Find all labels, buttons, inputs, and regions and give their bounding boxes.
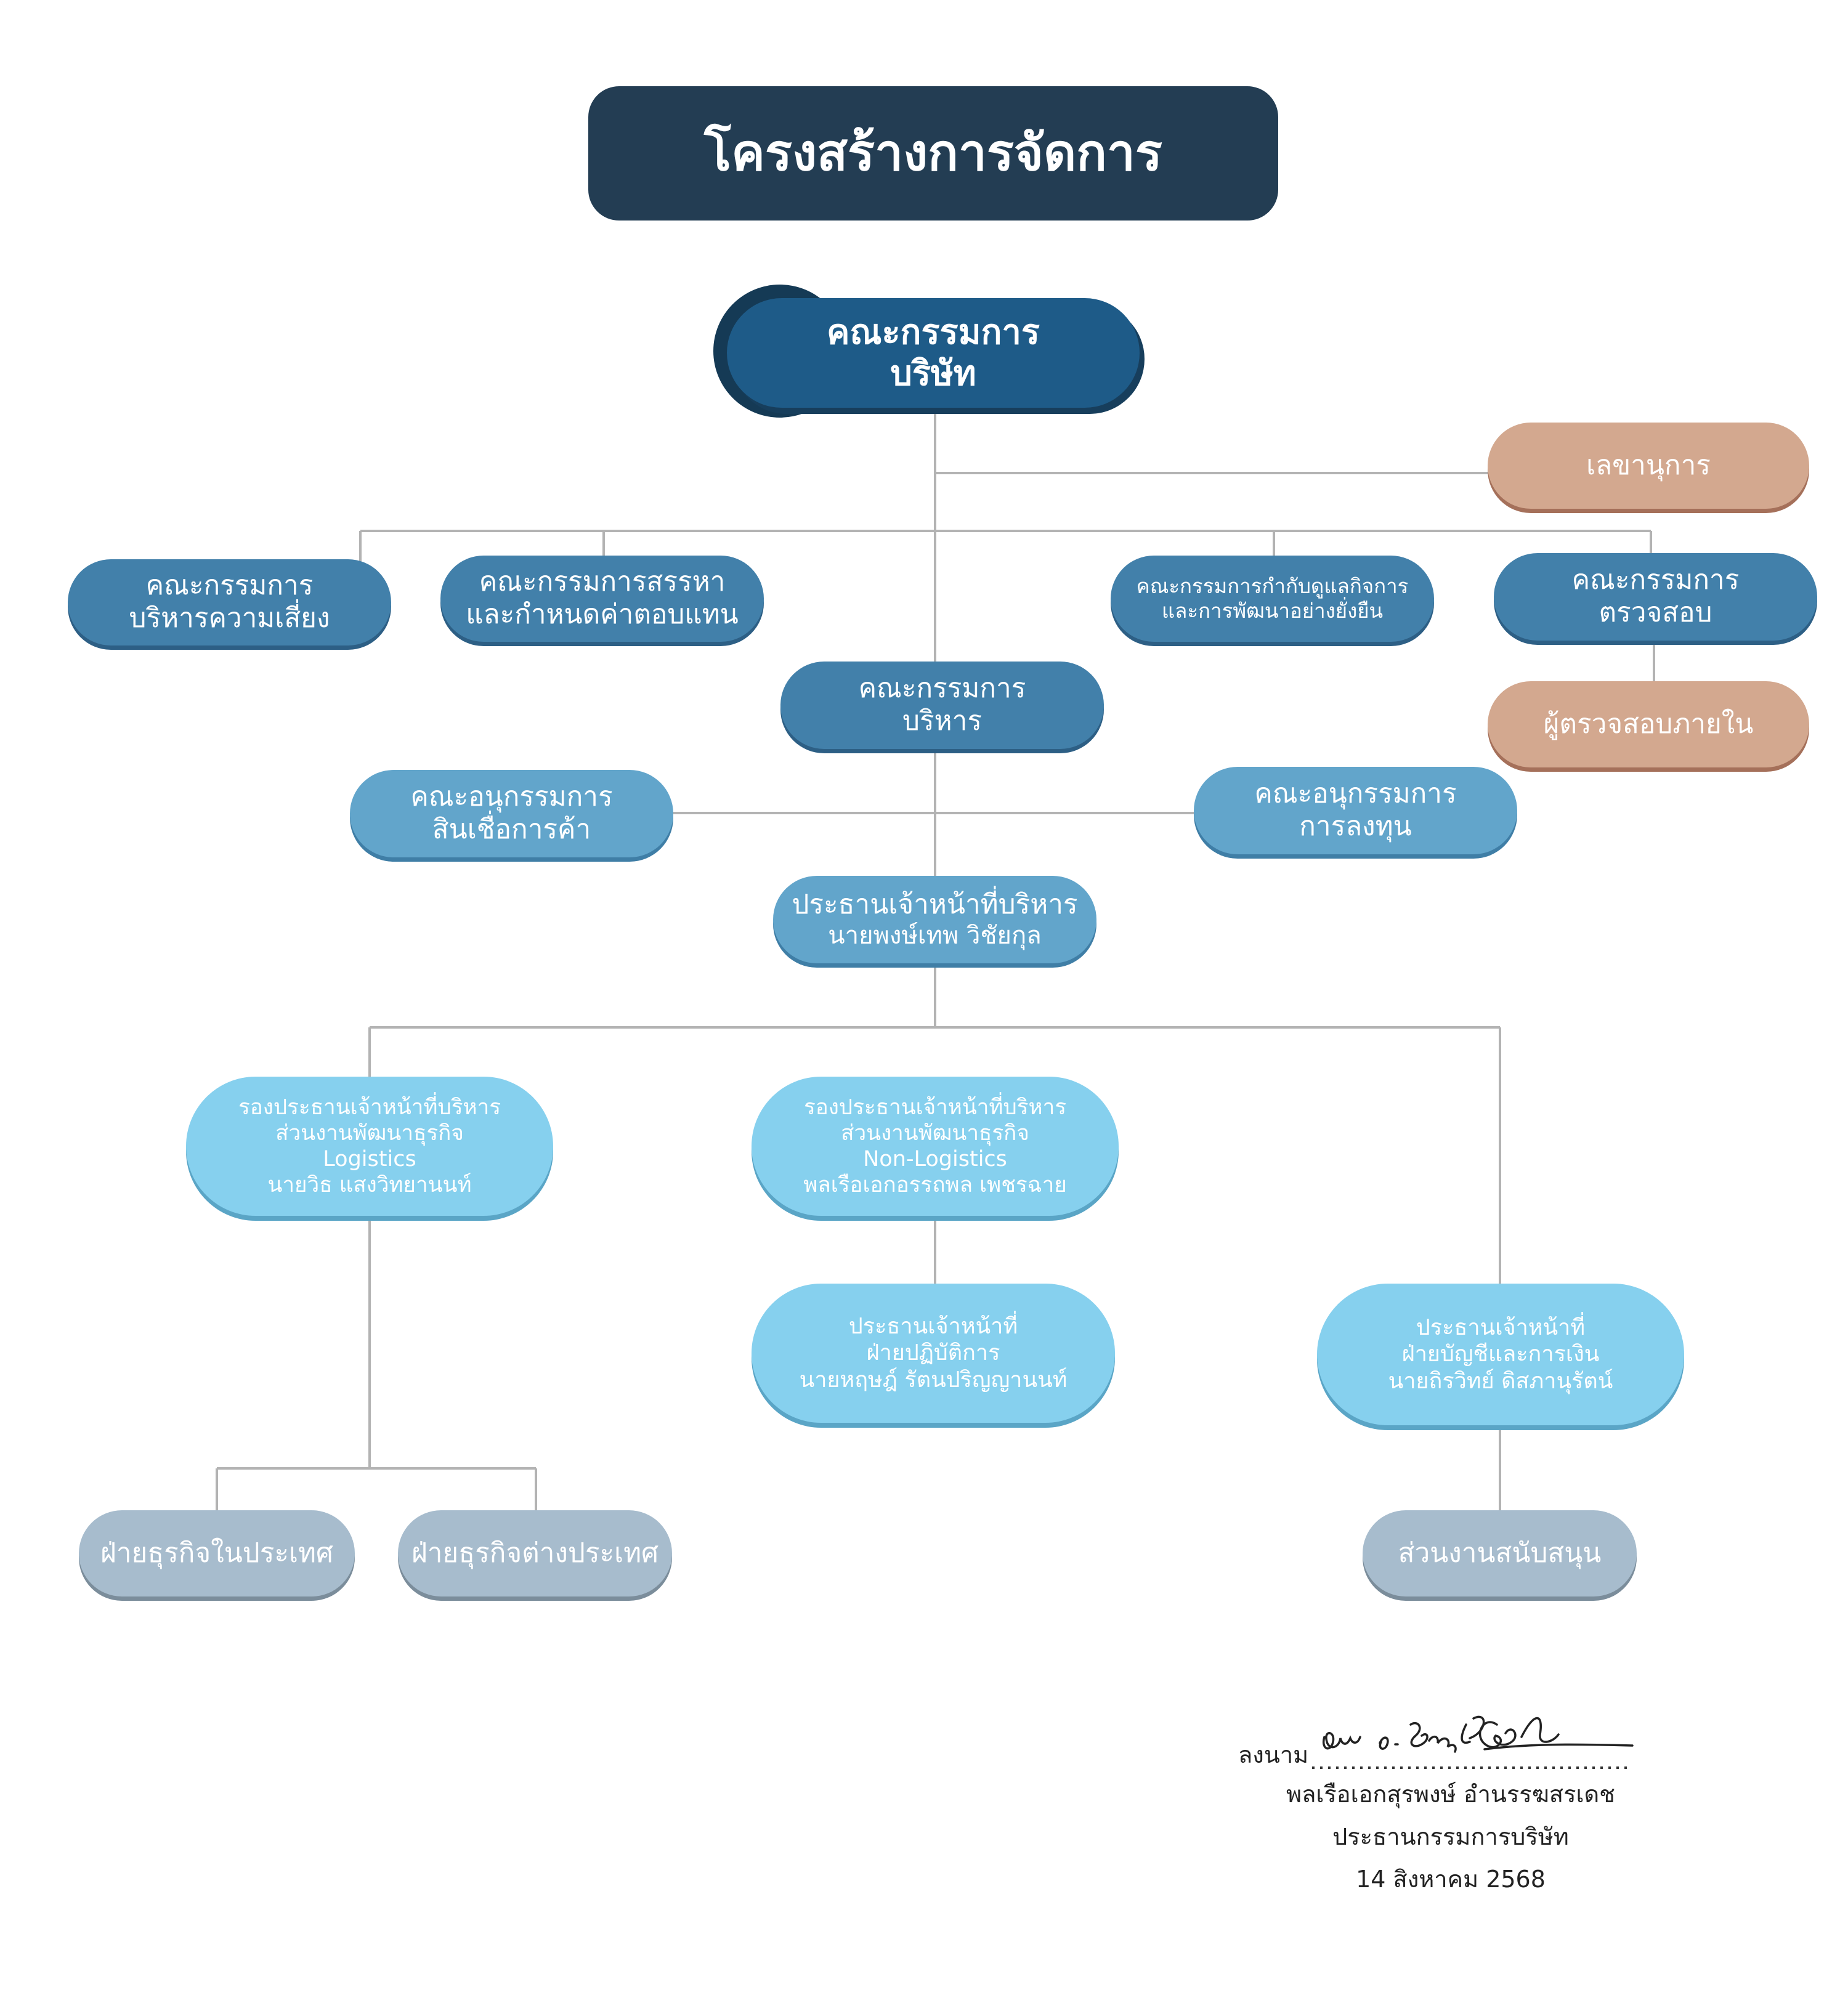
governance-line2: และการพัฒนาอย่างยั่งยืน: [1161, 599, 1384, 623]
risk-line2: บริหารความเสี่ยง: [129, 602, 330, 634]
deputy-logistics-line2: ส่วนงานพัฒนาธุรกิจ: [275, 1121, 464, 1146]
international-business-label: ฝ่ายธุรกิจต่างประเทศ: [411, 1537, 659, 1569]
page-title: โครงสร้างการจัดการ: [588, 86, 1278, 221]
deputy-logistics-line1: รองประธานเจ้าหน้าที่บริหาร: [238, 1095, 501, 1120]
international-business-node[interactable]: ฝ่ายธุรกิจต่างประเทศ: [398, 1510, 672, 1596]
coo-name: นายหฤษฎ์ รัตนปริญญานนท์: [799, 1367, 1068, 1393]
nomination-line1: คณะกรรมการสรรหา: [479, 566, 726, 598]
deputy-logistics-name: นายวิธ แสงวิทยานนท์: [267, 1173, 472, 1197]
cfo-name: นายถิรวิทย์ ดิสภานุรัตน์: [1388, 1368, 1613, 1394]
signature-details: พลเรือเอกสุรพงษ์ อำนรรฆสรเดช ประธานกรรมก…: [1244, 1775, 1657, 1898]
signatory-position: ประธานกรรมการบริษัท: [1332, 1823, 1569, 1850]
board-line2: บริษัท: [890, 354, 976, 394]
audit-line1: คณะกรรมการ: [1571, 564, 1740, 596]
coo-line1: ประธานเจ้าหน้าที่: [848, 1314, 1018, 1340]
cfo-node[interactable]: ประธานเจ้าหน้าที่ ฝ่ายบัญชีและการเงิน นา…: [1317, 1284, 1684, 1425]
page-title-text: โครงสร้างการจัดการ: [704, 123, 1162, 182]
cfo-line2: ฝ่ายบัญชีและการเงิน: [1401, 1341, 1600, 1367]
deputy-non-logistics-line1: รองประธานเจ้าหน้าที่บริหาร: [803, 1095, 1067, 1120]
sign-label: ลงนาม: [1238, 1741, 1309, 1768]
secretary-node[interactable]: เลขานุการ: [1488, 423, 1809, 509]
nomination-line2: และกำหนดค่าตอบแทน: [466, 599, 739, 630]
signatory-name: พลเรือเอกสุรพงษ์ อำนรรฆสรเดช: [1286, 1781, 1615, 1808]
executive-line2: บริหาร: [902, 705, 982, 737]
credit-line1: คณะอนุกรรมการ: [410, 781, 613, 813]
nomination-remuneration-committee-node[interactable]: คณะกรรมการสรรหา และกำหนดค่าตอบแทน: [440, 556, 764, 642]
domestic-business-node[interactable]: ฝ่ายธุรกิจในประเทศ: [79, 1510, 355, 1596]
risk-management-committee-node[interactable]: คณะกรรมการ บริหารความเสี่ยง: [68, 559, 391, 645]
governance-line1: คณะกรรมการกำกับดูแลกิจการ: [1136, 574, 1409, 599]
ceo-name: นายพงษ์เทพ วิชัยกุล: [828, 921, 1042, 950]
internal-auditor-node[interactable]: ผู้ตรวจสอบภายใน: [1488, 681, 1809, 767]
investment-line2: การลงทุน: [1299, 811, 1412, 842]
coo-line2: ฝ่ายปฏิบัติการ: [866, 1340, 1000, 1366]
deputy-ceo-non-logistics-node[interactable]: รองประธานเจ้าหน้าที่บริหาร ส่วนงานพัฒนาธ…: [752, 1077, 1119, 1216]
deputy-ceo-logistics-node[interactable]: รองประธานเจ้าหน้าที่บริหาร ส่วนงานพัฒนาธ…: [186, 1077, 553, 1216]
deputy-non-logistics-line2: ส่วนงานพัฒนาธุรกิจ: [841, 1121, 1029, 1146]
audit-line2: ตรวจสอบ: [1599, 597, 1712, 628]
governance-sustainability-committee-node[interactable]: คณะกรรมการกำกับดูแลกิจการ และการพัฒนาอย่…: [1111, 556, 1434, 642]
deputy-logistics-line3: Logistics: [323, 1147, 416, 1172]
cfo-line1: ประธานเจ้าหน้าที่: [1416, 1315, 1586, 1341]
risk-line1: คณะกรรมการ: [145, 570, 314, 602]
signature-date: 14 สิงหาคม 2568: [1356, 1866, 1546, 1893]
deputy-non-logistics-name: พลเรือเอกอรรถพล เพชรฉาย: [803, 1173, 1067, 1197]
board-of-directors-node[interactable]: คณะกรรมการ บริษัท: [727, 298, 1140, 408]
deputy-non-logistics-line3: Non-Logistics: [863, 1147, 1007, 1172]
board-line1: คณะกรรมการ: [827, 312, 1040, 352]
handwritten-signature: [1312, 1715, 1634, 1769]
credit-line2: สินเชื่อการค้า: [432, 814, 591, 845]
ceo-title: ประธานเจ้าหน้าที่บริหาร: [792, 888, 1078, 920]
trade-credit-subcommittee-node[interactable]: คณะอนุกรรมการ สินเชื่อการค้า: [350, 770, 673, 857]
investment-subcommittee-node[interactable]: คณะอนุกรรมการ การลงทุน: [1194, 767, 1517, 854]
coo-node[interactable]: ประธานเจ้าหน้าที่ ฝ่ายปฏิบัติการ นายหฤษฎ…: [752, 1284, 1115, 1423]
internal-audit-label: ผู้ตรวจสอบภายใน: [1543, 708, 1754, 740]
executive-committee-node[interactable]: คณะกรรมการ บริหาร: [780, 662, 1104, 749]
secretary-label: เลขานุการ: [1586, 449, 1711, 481]
support-unit-label: ส่วนงานสนับสนุน: [1398, 1537, 1602, 1569]
ceo-node[interactable]: ประธานเจ้าหน้าที่บริหาร นายพงษ์เทพ วิชัย…: [773, 876, 1096, 963]
domestic-business-label: ฝ่ายธุรกิจในประเทศ: [100, 1537, 333, 1569]
audit-committee-node[interactable]: คณะกรรมการ ตรวจสอบ: [1494, 553, 1817, 641]
investment-line1: คณะอนุกรรมการ: [1254, 778, 1457, 810]
support-unit-node[interactable]: ส่วนงานสนับสนุน: [1363, 1510, 1637, 1596]
executive-line1: คณะกรรมการ: [858, 673, 1026, 705]
